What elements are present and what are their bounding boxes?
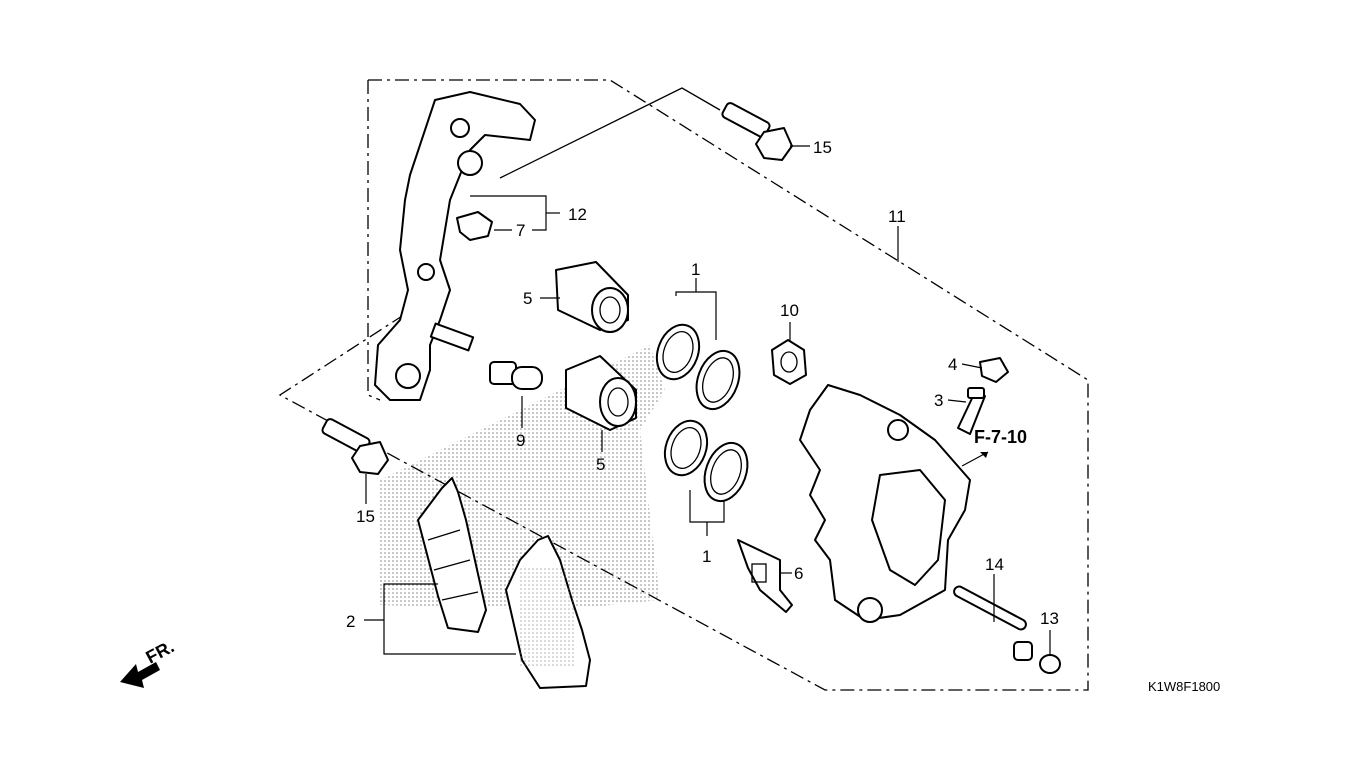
bleeder-cap [979, 357, 1009, 383]
diagram-code: K1W8F1800 [1148, 679, 1220, 694]
pin-plug [1039, 654, 1061, 674]
slide-pin [489, 361, 543, 390]
pad-retainer [737, 539, 793, 613]
label-part-10: 10 [780, 301, 799, 320]
label-part-5-bottom: 5 [596, 455, 605, 474]
bolt-lower [321, 418, 389, 475]
front-direction-label: FR. [142, 636, 177, 667]
piston-upper [555, 261, 629, 333]
label-part-9: 9 [516, 431, 525, 450]
leader-lines [364, 145, 1051, 655]
front-direction-arrow [120, 662, 160, 688]
bleeder-valve [957, 387, 986, 435]
label-part-12: 12 [568, 205, 587, 224]
piston-seals [655, 323, 749, 503]
assembly-outline [278, 79, 1089, 691]
label-part-15-top: 15 [813, 138, 832, 157]
label-part-5-top: 5 [523, 289, 532, 308]
label-part-13: 13 [1040, 609, 1059, 628]
label-part-2: 2 [346, 612, 355, 631]
label-part-1-bottom: 1 [702, 547, 711, 566]
pad-clip [456, 211, 493, 241]
caliper-bracket [374, 91, 536, 401]
label-part-4: 4 [948, 355, 957, 374]
piston-lower [565, 355, 637, 431]
label-part-3: 3 [934, 391, 943, 410]
label-part-7: 7 [516, 221, 525, 240]
brake-pad-inner [417, 477, 487, 633]
caliper-pin [953, 585, 1033, 661]
label-part-14: 14 [985, 555, 1004, 574]
caliper-body [799, 384, 971, 623]
reference-callout: F-7-10 [974, 427, 1027, 447]
label-part-6: 6 [794, 564, 803, 583]
bolt-upper [721, 102, 793, 161]
pin-boot [771, 339, 807, 385]
label-part-15-bottom: 15 [356, 507, 375, 526]
label-part-11: 11 [888, 207, 906, 226]
brake-pad-outer [505, 535, 591, 689]
label-part-1-top: 1 [691, 260, 700, 279]
